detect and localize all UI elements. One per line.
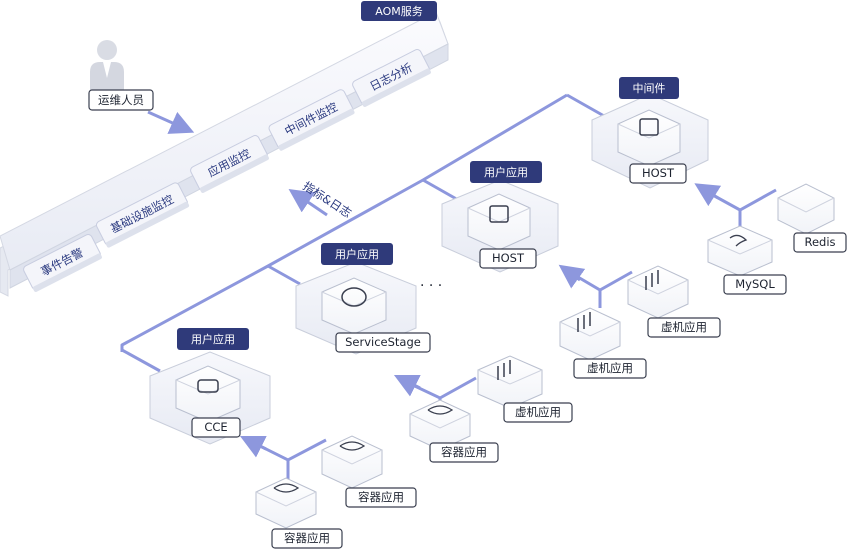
servicestage-icon (341, 287, 367, 307)
app-host-arrow (558, 264, 586, 289)
container-whale-icon (339, 441, 366, 451)
server-icon (639, 118, 659, 136)
middleware-item-mysql[interactable]: MySQL (707, 225, 787, 295)
middleware-arrow (694, 183, 722, 207)
app-cce-arrow (239, 435, 267, 458)
app-cce-item-label: 容器应用 (284, 531, 330, 545)
app-servicestage-item-vm[interactable]: 虚机应用 (477, 355, 573, 423)
app-servicestage-title-label: 用户应用 (321, 243, 393, 265)
vm-icon (645, 270, 659, 290)
app-servicestage-host-label: ServiceStage (345, 335, 421, 349)
aom-title-text: AOM服务 (375, 5, 422, 18)
operator-label-text: 运维人员 (98, 93, 144, 107)
app-host-title-text: 用户应用 (484, 165, 528, 179)
operator-label: 运维人员 (88, 89, 154, 111)
app-cce-item-container-left[interactable]: 容器应用 (255, 477, 343, 549)
app-cce-item-label: 容器应用 (358, 490, 404, 504)
container-whale-icon (273, 483, 300, 493)
app-host-item-label: 虚机应用 (587, 361, 633, 375)
app-host-subitem-line (565, 268, 633, 292)
aom-module-1[interactable]: 基础设施监控 (95, 182, 190, 249)
app-cce-title-label: 用户应用 (177, 328, 249, 350)
app-cce-title-text: 用户应用 (191, 332, 235, 346)
middleware-item-label: Redis (804, 235, 835, 249)
app-servicestage-node[interactable]: ServiceStage (321, 277, 431, 353)
aom-slab-top (0, 11, 449, 271)
ellipsis-more-groups: · · · (420, 278, 442, 294)
app-servicestage-arrow (393, 374, 421, 397)
app-host-item-vm-left[interactable]: 虚机应用 (559, 307, 647, 379)
container-whale-icon (427, 405, 454, 415)
app-host-label: HOST (492, 251, 525, 265)
bus-servicestage-branch (267, 264, 301, 286)
middleware-item-redis[interactable]: Redis (777, 183, 847, 253)
app-host-title-label: 用户应用 (470, 161, 542, 183)
collect-arrow (288, 188, 328, 217)
app-host-node[interactable]: HOST (467, 193, 537, 269)
app-servicestage-item-label: 虚机应用 (515, 405, 561, 419)
app-servicestage-item-label: 容器应用 (441, 445, 487, 459)
aom-module-4[interactable]: 日志分析 (351, 48, 431, 107)
vm-icon (577, 312, 591, 332)
aom-title-label: AOM服务 (361, 1, 437, 21)
operator-person-icon (90, 40, 124, 92)
app-cce-host-label: CCE (204, 420, 227, 434)
server-icon (489, 205, 509, 223)
middleware-item-label: MySQL (735, 277, 775, 291)
app-cce-node[interactable]: CCE (175, 365, 241, 438)
middleware-host-label: HOST (642, 166, 675, 180)
operator-arrow (147, 110, 195, 134)
app-servicestage-title-text: 用户应用 (335, 247, 379, 261)
middleware-title-text: 中间件 (633, 82, 666, 95)
cce-icon (197, 379, 219, 393)
mysql-dolphin-icon (729, 234, 748, 247)
app-cce-subitem-line (247, 438, 327, 462)
app-host-item-label: 虚机应用 (661, 320, 707, 334)
vm-icon (497, 360, 511, 380)
middleware-host-node[interactable]: HOST (617, 109, 687, 184)
middleware-title-label: 中间件 (619, 77, 679, 99)
app-servicestage-subitem-line (401, 376, 477, 400)
app-servicestage-item-container[interactable]: 容器应用 (409, 399, 499, 463)
app-cce-item-container-right[interactable]: 容器应用 (321, 435, 417, 508)
bus-host-branch (422, 178, 461, 203)
app-host-item-vm-right[interactable]: 虚机应用 (627, 265, 721, 338)
bus-cce-branch (120, 348, 161, 373)
middleware-subitem-line (699, 186, 777, 212)
